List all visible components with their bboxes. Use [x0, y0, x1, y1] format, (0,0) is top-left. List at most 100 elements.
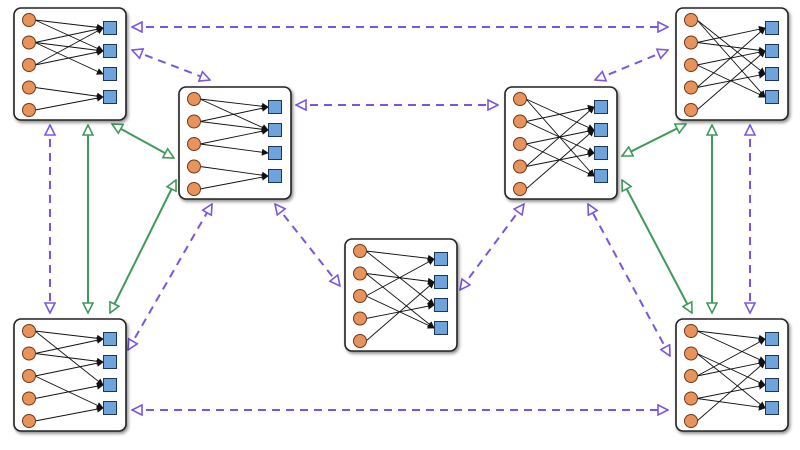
- modules-layer: [13, 7, 789, 432]
- internal-edge: [696, 50, 766, 111]
- module-top-right: [675, 7, 789, 121]
- internal-edge: [34, 359, 104, 377]
- output-node: [103, 90, 117, 104]
- input-node: [684, 35, 698, 50]
- input-node: [513, 114, 527, 129]
- module-mid-right: [504, 86, 618, 200]
- internal-edge: [199, 98, 269, 110]
- internal-edge: [199, 143, 269, 156]
- output-node: [594, 100, 608, 114]
- input-node: [684, 58, 698, 72]
- internal-edge: [696, 330, 766, 342]
- output-node: [103, 332, 117, 346]
- dashed-link-bottom-left-mid-left: [128, 204, 212, 350]
- input-node: [684, 80, 698, 95]
- input-node: [513, 92, 527, 106]
- output-node: [765, 355, 779, 369]
- input-node: [22, 80, 36, 95]
- input-node: [684, 324, 698, 338]
- internal-edge: [696, 359, 766, 377]
- solid-link-top-right-mid-right: [622, 123, 686, 157]
- internal-edge: [365, 258, 435, 297]
- internal-edge: [696, 27, 766, 88]
- internal-edge: [696, 361, 766, 422]
- output-node: [765, 44, 779, 58]
- input-node: [22, 369, 36, 383]
- output-node: [434, 298, 448, 312]
- output-node: [103, 378, 117, 392]
- internal-edge: [34, 336, 104, 354]
- input-node: [187, 114, 201, 129]
- input-node: [684, 13, 698, 27]
- internal-edge: [34, 19, 104, 31]
- internal-edge: [199, 104, 269, 122]
- input-node: [353, 311, 367, 326]
- input-node: [513, 137, 527, 151]
- input-node: [187, 159, 201, 174]
- internal-edge: [696, 19, 766, 98]
- input-node: [22, 346, 36, 361]
- output-node: [268, 123, 282, 137]
- output-node: [103, 21, 117, 35]
- input-node: [684, 346, 698, 361]
- output-node: [268, 169, 282, 183]
- output-node: [103, 355, 117, 369]
- input-node: [353, 266, 367, 281]
- input-node: [22, 414, 36, 428]
- input-node: [22, 35, 36, 50]
- dashed-link-bottom-right-mid-right: [587, 204, 671, 356]
- internal-edge: [696, 330, 766, 363]
- internal-edge: [199, 173, 269, 190]
- internal-edge: [34, 94, 104, 111]
- module-box: [13, 7, 127, 121]
- solid-link-mid-left-bottom-left: [109, 180, 177, 313]
- input-node: [22, 58, 36, 72]
- internal-edge: [34, 27, 104, 66]
- output-node: [765, 67, 779, 81]
- output-node: [103, 44, 117, 58]
- internal-edge: [696, 25, 766, 43]
- module-mid-left: [178, 86, 292, 200]
- internal-edge: [696, 353, 766, 409]
- module-center: [344, 238, 458, 352]
- internal-edge: [199, 121, 269, 133]
- internal-edge: [525, 106, 595, 167]
- internal-edge: [34, 87, 104, 100]
- output-node: [434, 321, 448, 335]
- input-node: [353, 289, 367, 303]
- input-node: [187, 137, 201, 151]
- input-node: [22, 13, 36, 27]
- input-node: [22, 103, 36, 117]
- module-bottom-left: [13, 318, 127, 432]
- output-node: [434, 252, 448, 266]
- input-node: [684, 391, 698, 406]
- internal-edge: [34, 48, 104, 66]
- internal-edge: [696, 338, 766, 377]
- input-node: [187, 92, 201, 106]
- dashed-link-mid-right-center: [460, 204, 524, 290]
- output-node: [594, 123, 608, 137]
- input-node: [513, 182, 527, 196]
- input-node: [353, 334, 367, 348]
- dashed-link-top-right-mid-right: [595, 50, 668, 80]
- output-node: [268, 100, 282, 114]
- internal-edge: [34, 25, 104, 43]
- output-node: [103, 67, 117, 81]
- output-node: [434, 275, 448, 289]
- output-node: [765, 21, 779, 35]
- internal-edge: [199, 127, 269, 145]
- internal-edge: [525, 129, 595, 190]
- input-node: [684, 414, 698, 428]
- solid-link-top-left-mid-left: [112, 123, 174, 159]
- internal-edge: [365, 273, 435, 329]
- module-top-left: [13, 7, 127, 121]
- internal-edge: [34, 330, 104, 342]
- internal-edge: [696, 42, 766, 54]
- output-node: [765, 401, 779, 415]
- input-node: [187, 182, 201, 196]
- input-node: [684, 103, 698, 117]
- internal-edge: [696, 398, 766, 411]
- links-layer: [50, 27, 750, 410]
- dashed-link-mid-left-center: [275, 204, 340, 286]
